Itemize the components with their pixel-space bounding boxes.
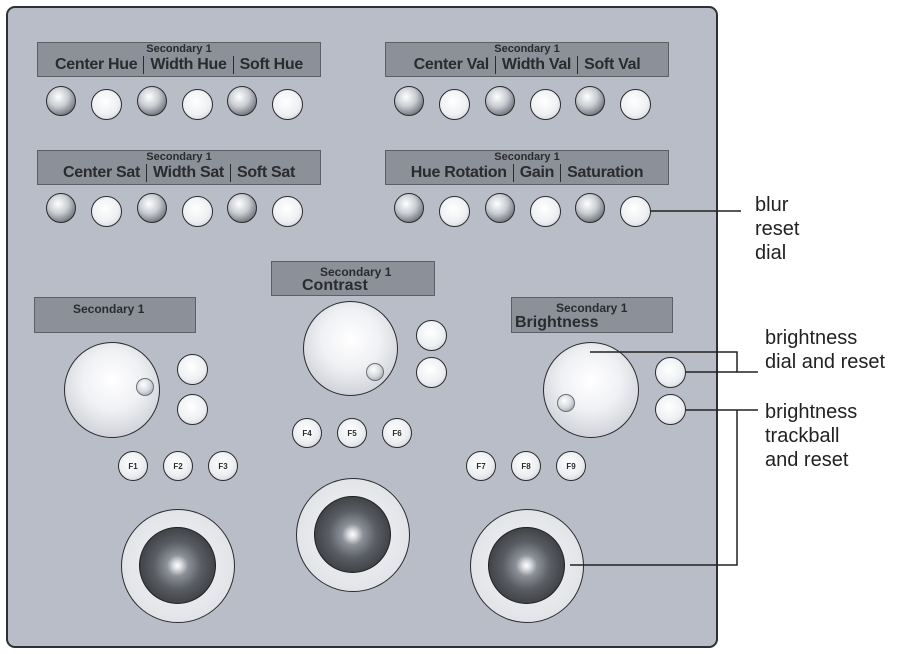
blur-note-line-3: dial [755, 241, 799, 265]
blur-note-line-1: blur [755, 193, 799, 217]
brightness-trackball-note-line-1: brightness [765, 400, 857, 424]
brightness-trackball-note: brightness trackball and reset [765, 400, 857, 472]
brightness-trackball-callout-line [570, 410, 737, 565]
brightness-dial-callout-line [590, 352, 758, 372]
brightness-trackball-note-line-3: and reset [765, 448, 857, 472]
brightness-trackball-note-line-2: trackball [765, 424, 857, 448]
brightness-dial-note-line-2: dial and reset [765, 350, 885, 374]
blur-note-line-2: reset [755, 217, 799, 241]
blur-reset-dial-note: blur reset dial [755, 193, 799, 265]
brightness-dial-note: brightness dial and reset [765, 326, 885, 374]
brightness-dial-note-line-1: brightness [765, 326, 885, 350]
